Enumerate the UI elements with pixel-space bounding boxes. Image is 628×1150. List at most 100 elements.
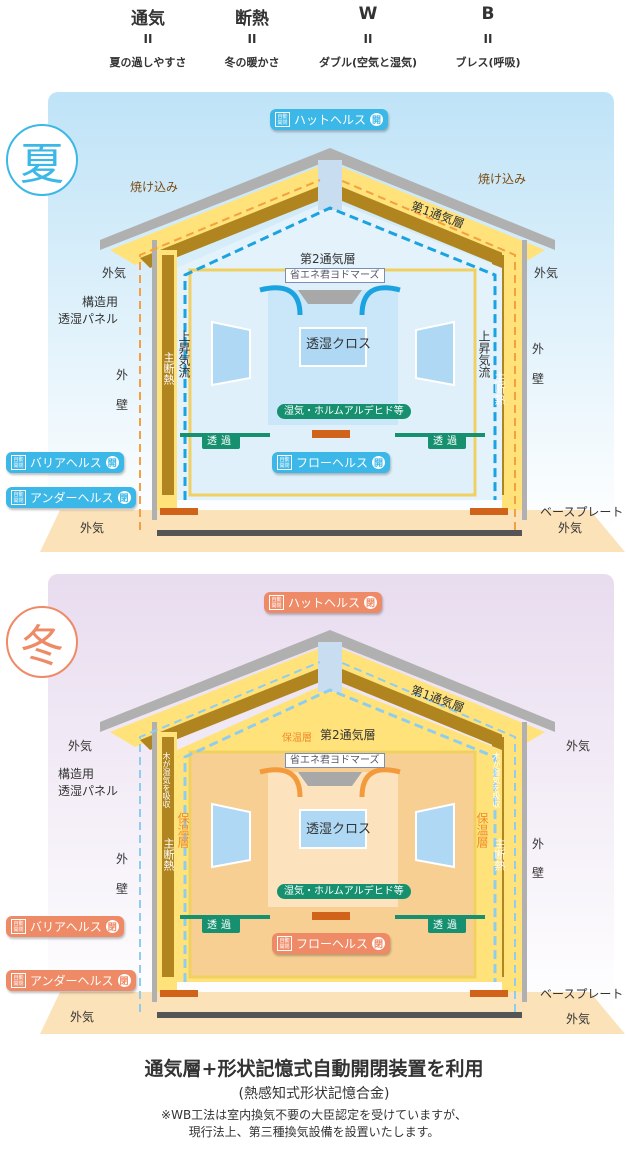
pass-left: 透過 bbox=[202, 434, 240, 449]
device-label: 省エネ君ヨドマーズ bbox=[285, 268, 385, 283]
layer2-label: 第2通気層 bbox=[300, 252, 356, 266]
state-icon: 閉 bbox=[117, 491, 131, 504]
badge-name: フローヘルス bbox=[296, 456, 369, 470]
device bbox=[298, 290, 362, 304]
warm-layer-right: 保温層 bbox=[475, 812, 489, 848]
airflow-path bbox=[183, 688, 497, 982]
auto-open-close-icon: 自動開閉 bbox=[269, 595, 284, 610]
equals: II bbox=[247, 32, 257, 46]
equals: II bbox=[143, 32, 153, 46]
summer-house-diagram bbox=[40, 92, 625, 552]
footer-note-2: 現行法上、第三種換気設備を設置いたします。 bbox=[188, 1125, 440, 1139]
outer-airflow-left bbox=[139, 179, 321, 530]
state-icon: 閉 bbox=[372, 937, 386, 950]
wall-insul-right bbox=[502, 732, 522, 992]
main-insul-right: 主断熱 bbox=[493, 838, 506, 871]
panel-line2: 透湿パネル bbox=[58, 784, 119, 798]
moisture-label: 湿気・ホルムアルデヒド等 bbox=[277, 884, 411, 899]
barrier-health-badge: 自動開閉バリアヘルス閉 bbox=[6, 916, 124, 937]
panel-label: 構造用透湿パネル bbox=[58, 765, 118, 799]
footer-subtitle: (熱感知式形状記憶合金) bbox=[238, 1086, 390, 1102]
auto-open-close-icon: 自動開閉 bbox=[11, 973, 26, 988]
equals: II bbox=[483, 32, 493, 46]
state-icon: 開 bbox=[372, 456, 386, 469]
base-left bbox=[160, 508, 198, 515]
term-ventilation: 通気 bbox=[131, 9, 165, 29]
window-left bbox=[211, 802, 251, 869]
cloth-label: 透湿クロス bbox=[306, 337, 372, 352]
window-left bbox=[211, 320, 251, 387]
floor bbox=[157, 1012, 522, 1018]
auto-open-close-icon: 自動開閉 bbox=[11, 490, 26, 505]
panel-line1: 構造用 bbox=[82, 295, 119, 309]
window-back bbox=[299, 327, 367, 367]
wall-outer-right bbox=[522, 722, 527, 1002]
state-icon: 閉 bbox=[117, 974, 131, 987]
outer-airflow-left bbox=[139, 661, 321, 1012]
window-back bbox=[299, 809, 367, 849]
badge-name: フローヘルス bbox=[296, 937, 369, 951]
outside-air: 外気 bbox=[102, 266, 127, 280]
barrier-health-badge: 自動開閉バリアヘルス開 bbox=[6, 452, 124, 473]
airflow-path bbox=[183, 206, 497, 500]
wall-1: 外 bbox=[116, 368, 129, 382]
auto-open-close-icon: 自動開閉 bbox=[11, 919, 26, 934]
rising-left: 上昇気流 bbox=[177, 330, 191, 378]
main-insul-left: 主断熱 bbox=[162, 352, 175, 385]
room-airflow-arrow bbox=[259, 767, 401, 798]
meaning: 夏の過しやすさ bbox=[109, 56, 187, 69]
wall-insul-right bbox=[502, 250, 522, 510]
season-summer: 夏 bbox=[6, 124, 78, 196]
window-right bbox=[415, 802, 455, 869]
badge-name: ハットヘルス bbox=[288, 596, 361, 610]
outside-air: 外気 bbox=[68, 739, 93, 753]
hat-health-badge: 自動開閉ハットヘルス閉 bbox=[264, 592, 383, 613]
base-plate-label: ベースプレート bbox=[540, 505, 624, 519]
rising-right: 上昇気流 bbox=[477, 330, 491, 378]
under-health-badge: 自動開閉アンダーヘルス閉 bbox=[6, 970, 136, 991]
hat-health-badge: 自動開閉ハットヘルス開 bbox=[270, 109, 389, 130]
footer-title: 通気層+形状記憶式自動開閉装置を利用 bbox=[144, 1058, 484, 1080]
wall-1: 外 bbox=[532, 342, 545, 356]
auto-open-close-icon: 自動開閉 bbox=[277, 936, 292, 951]
base-right bbox=[470, 508, 508, 515]
outside-air: 外気 bbox=[566, 739, 591, 753]
state-icon: 開 bbox=[370, 113, 384, 126]
outer-airflow-right bbox=[339, 661, 516, 1012]
wood-absorb-left: 木が湿気を吸収 bbox=[162, 752, 171, 808]
outside-air: 外気 bbox=[558, 521, 583, 535]
flow-health-badge: 自動開閉フローヘルス開 bbox=[272, 452, 391, 473]
badge-name: バリアヘルス bbox=[30, 920, 102, 934]
footer-note-1: ※WB工法は室内換気不要の大臣認定を受けていますが、 bbox=[161, 1108, 467, 1122]
wall-2: 壁 bbox=[532, 372, 545, 386]
state-icon: 開 bbox=[105, 456, 119, 469]
window-right bbox=[415, 320, 455, 387]
outside-air: 外気 bbox=[534, 266, 559, 280]
outside-air: 外気 bbox=[80, 521, 105, 535]
moisture-label: 湿気・ホルムアルデヒド等 bbox=[277, 404, 411, 419]
wall-outer-right bbox=[522, 240, 527, 520]
wall-2: 壁 bbox=[116, 398, 129, 412]
under-health-badge: 自動開閉アンダーヘルス閉 bbox=[6, 487, 136, 508]
panel-line2: 透湿パネル bbox=[58, 312, 119, 326]
panel-line1: 構造用 bbox=[58, 767, 95, 781]
wall-outer-left bbox=[152, 722, 157, 1002]
auto-open-close-icon: 自動開閉 bbox=[275, 112, 290, 127]
badge-name: アンダーヘルス bbox=[30, 491, 114, 505]
auto-open-close-icon: 自動開閉 bbox=[277, 455, 292, 470]
main-insul-right: 主断熱 bbox=[493, 372, 506, 405]
outside-air: 外気 bbox=[566, 1012, 591, 1026]
yakekomi-left: 焼け込み bbox=[130, 180, 179, 194]
device-label: 省エネ君ヨドマーズ bbox=[285, 753, 385, 768]
pass-left: 透過 bbox=[202, 918, 240, 933]
stud-left bbox=[162, 737, 174, 977]
wall-1: 外 bbox=[532, 837, 545, 851]
wall-1: 外 bbox=[116, 852, 129, 866]
warm-layer-left: 保温層 bbox=[176, 812, 190, 848]
state-icon: 閉 bbox=[364, 596, 378, 609]
base-left bbox=[160, 990, 198, 997]
term-insulation: 断熱 bbox=[235, 9, 269, 29]
hat-vent bbox=[318, 160, 342, 210]
state-icon: 閉 bbox=[105, 920, 119, 933]
equals: II bbox=[363, 32, 373, 46]
